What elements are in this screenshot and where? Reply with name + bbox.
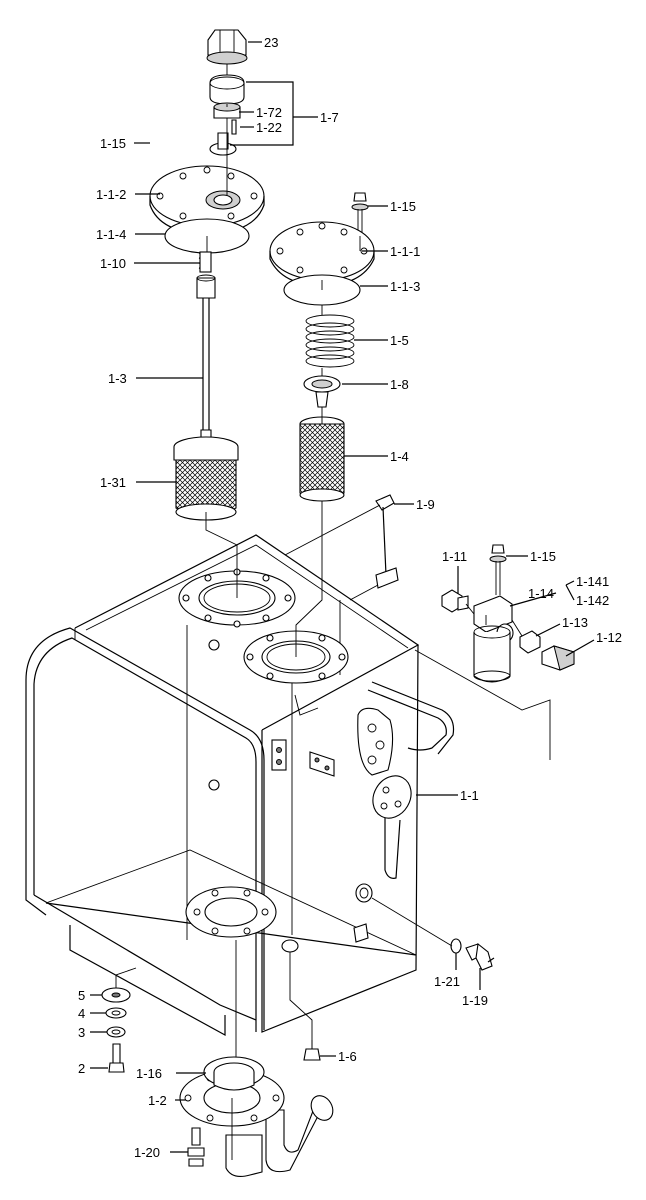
bolt-stack-connection [115, 967, 137, 988]
label-4: 4 [78, 1006, 85, 1021]
label-1-5: 1-5 [390, 333, 409, 348]
label-3: 3 [78, 1025, 85, 1040]
label-2: 2 [78, 1061, 85, 1076]
washer-4 [105, 1007, 127, 1019]
level-gauge-rod-1-9 [284, 494, 399, 601]
suction-pipe-elbow [225, 940, 334, 1177]
label-1-10: 1-10 [100, 256, 126, 271]
label-1-31: 1-31 [100, 475, 126, 490]
o-ring-1-16 [203, 1056, 265, 1091]
label-1-15-filter: 1-15 [530, 549, 556, 564]
label-1-14: 1-14 [528, 586, 554, 601]
label-5: 5 [78, 988, 85, 1003]
label-1-1-3: 1-1-3 [390, 279, 420, 294]
label-1-7: 1-7 [320, 110, 339, 125]
rod-assembly-1-3 [196, 274, 216, 446]
label-1-1-2: 1-1-2 [96, 187, 126, 202]
callout-leaders [90, 41, 595, 1153]
bolt-2 [108, 1043, 125, 1073]
washer-5 [101, 987, 131, 1003]
spring-1-10 [198, 251, 212, 273]
label-1-20: 1-20 [134, 1145, 160, 1160]
label-1-22: 1-22 [256, 120, 282, 135]
filter-connection-lines [414, 603, 551, 760]
tank-side-fittings [185, 639, 455, 953]
sensor-connection-line [371, 897, 453, 947]
label-1-141: 1-141 [576, 574, 609, 589]
breather-body-1-7 [209, 74, 245, 105]
label-1-12: 1-12 [596, 630, 622, 645]
fitting-1-11 [441, 589, 469, 613]
strainer-1-31 [173, 436, 239, 521]
label-1-13: 1-13 [562, 615, 588, 630]
label-23: 23 [264, 35, 278, 50]
label-1-6: 1-6 [338, 1049, 357, 1064]
bolt-1-15-filter [489, 544, 507, 595]
breather-cap-23 [206, 29, 248, 65]
breather-base-fitting [209, 132, 237, 156]
label-1-15-top: 1-15 [100, 136, 126, 151]
label-1-4: 1-4 [390, 449, 409, 464]
label-1-1-4: 1-1-4 [96, 227, 126, 242]
o-ring-1-21 [450, 938, 462, 954]
label-1-8: 1-8 [390, 377, 409, 392]
label-1-19: 1-19 [462, 993, 488, 1008]
sensor-1-12 [541, 645, 575, 671]
assembly-leader-lines [205, 64, 361, 1160]
sensor-1-19 [465, 942, 495, 971]
bolt-1-15-right [351, 192, 369, 236]
callout-labels: 23 1-72 1-22 1-7 1-15 1-1-2 1-1-4 1-10 1… [78, 35, 622, 1160]
label-1-3: 1-3 [108, 371, 127, 386]
washer-3 [106, 1026, 126, 1038]
label-1-11: 1-11 [442, 549, 467, 564]
spring-1-5 [305, 314, 355, 368]
label-1-9: 1-9 [416, 497, 435, 512]
fitting-1-13 [519, 630, 541, 654]
top-cover-1-1-2 [149, 165, 265, 235]
plug-1-6 [303, 1040, 321, 1061]
label-1-1-1: 1-1-1 [390, 244, 420, 259]
label-1-1: 1-1 [460, 788, 479, 803]
label-1-142: 1-142 [576, 593, 609, 608]
label-1-16: 1-16 [136, 1066, 162, 1081]
label-1-72: 1-72 [256, 105, 282, 120]
filter-element-1-4 [299, 416, 345, 502]
label-1-2: 1-2 [148, 1093, 167, 1108]
filter-housing-1-14 [473, 595, 514, 683]
pin-1-22 [231, 119, 237, 135]
label-1-21: 1-21 [434, 974, 460, 989]
bolt-1-20 [187, 1127, 205, 1167]
label-1-15-right: 1-15 [390, 199, 416, 214]
valve-1-8 [303, 375, 341, 408]
